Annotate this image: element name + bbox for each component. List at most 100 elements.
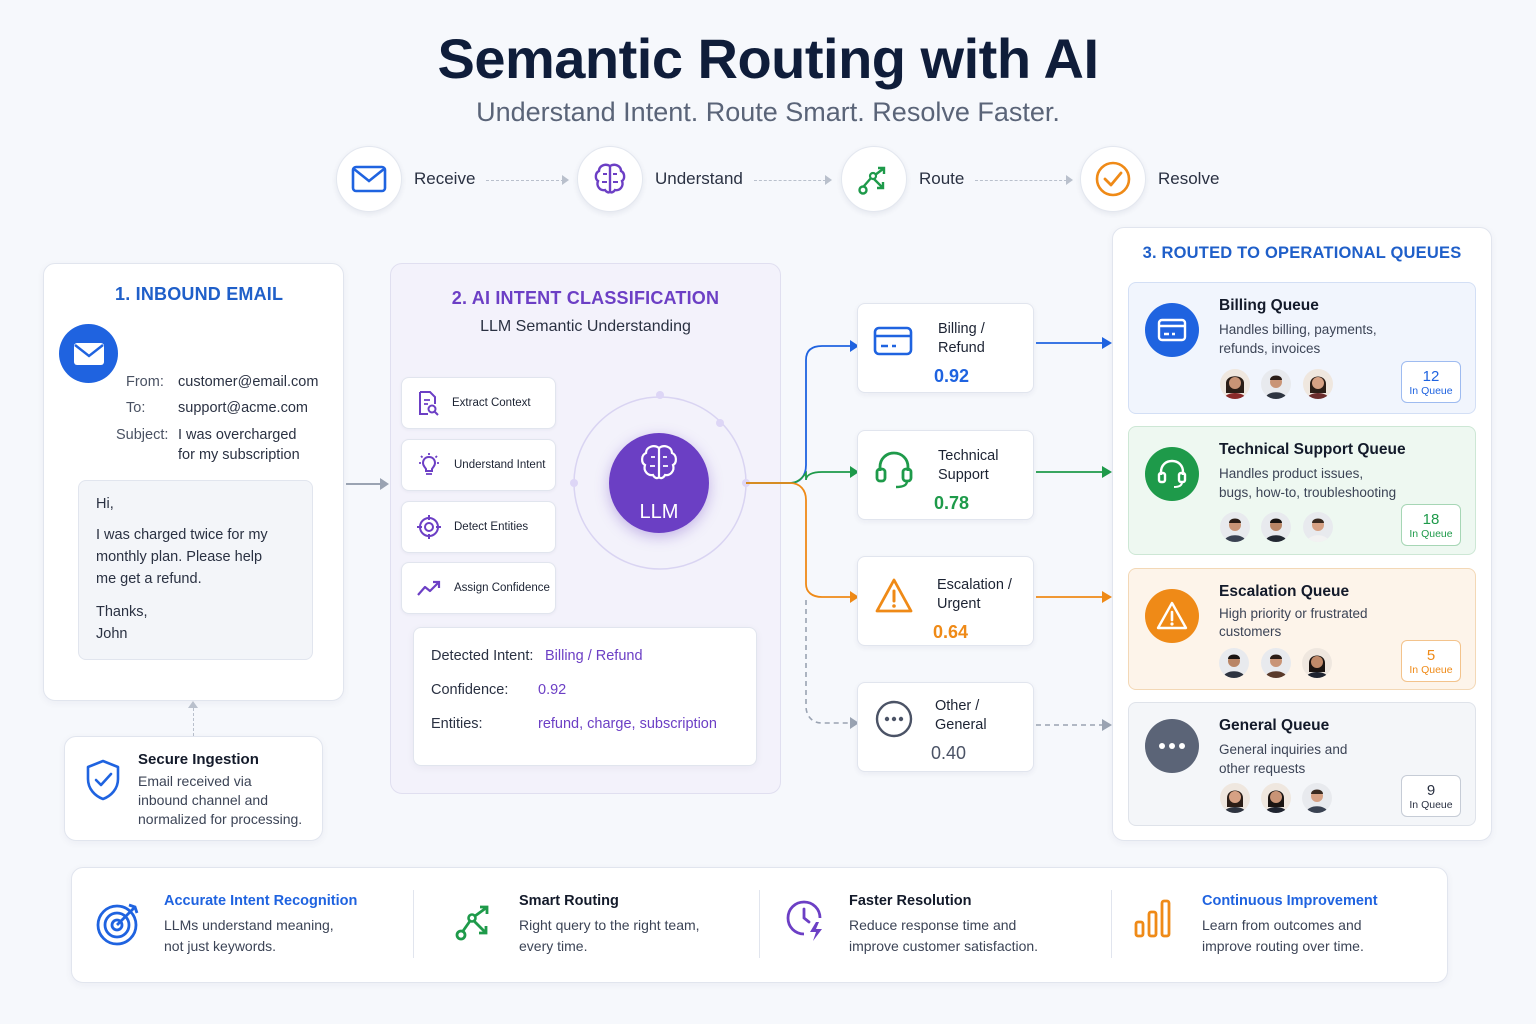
credit-card-icon xyxy=(1145,303,1199,357)
page-subtitle: Understand Intent. Route Smart. Resolve … xyxy=(476,97,1060,127)
task-label: Extract Context xyxy=(452,397,531,409)
queue-count: 12 xyxy=(1422,368,1440,385)
queue-count: 18 xyxy=(1422,511,1440,528)
subject-line-2: for my subscription xyxy=(178,447,300,463)
queue-count: 9 xyxy=(1426,782,1436,799)
route-icon xyxy=(452,900,496,949)
task-detect-entities: Detect Entities xyxy=(401,501,556,553)
feature-text: LLMs understand meaning, xyxy=(164,917,334,933)
queue-count-badge: 18 In Queue xyxy=(1401,504,1461,546)
headset-icon xyxy=(1145,447,1199,501)
from-label: From: xyxy=(126,374,164,390)
entities-value: refund, charge, subscription xyxy=(538,716,717,732)
warning-icon xyxy=(1145,589,1199,643)
queue-count-unit: In Queue xyxy=(1409,528,1453,540)
feature-text: improve routing over time. xyxy=(1202,938,1364,954)
feature-divider xyxy=(1111,890,1112,958)
brain-icon xyxy=(641,445,677,480)
document-search-icon xyxy=(419,391,439,416)
intent-label: Detected Intent: xyxy=(431,648,534,664)
queue-count-unit: In Queue xyxy=(1409,799,1453,811)
entities-label: Entities: xyxy=(431,716,483,732)
clock-bolt-icon xyxy=(784,898,830,949)
to-label: To: xyxy=(126,400,146,416)
queue-desc-line: Handles billing, payments, xyxy=(1219,322,1377,337)
envelope-icon xyxy=(73,342,104,365)
step-receive-label: Receive xyxy=(414,169,476,188)
step-resolve-circle xyxy=(1080,146,1146,212)
queue-count-badge: 12 In Queue xyxy=(1401,361,1461,403)
bar-chart-icon xyxy=(1133,898,1173,945)
route-label: Billing / xyxy=(938,321,985,337)
routing-lines xyxy=(746,337,1112,731)
agent-avatar xyxy=(1302,648,1332,678)
page-title: Semantic Routing with AI xyxy=(437,27,1099,90)
shield-check-icon xyxy=(84,758,122,807)
queue-desc: Handles product issues,bugs, how-to, tro… xyxy=(1219,464,1429,502)
credit-card-icon xyxy=(872,324,914,363)
route-label: Escalation / xyxy=(937,577,1012,593)
arrow-head xyxy=(1066,175,1073,185)
subject-line-1: I was overcharged xyxy=(178,427,297,443)
arrow-head xyxy=(562,175,569,185)
queue-desc-line: other requests xyxy=(1219,761,1306,776)
step-route-label: Route xyxy=(919,169,965,188)
queue-technical: Technical Support Queue Handles product … xyxy=(1128,426,1476,555)
route-label: Refund xyxy=(938,340,985,356)
route-score: 0.78 xyxy=(934,493,970,513)
email-body-line: I was charged twice for my xyxy=(96,527,268,543)
queue-desc: Handles billing, payments, refunds, invoi… xyxy=(1219,320,1429,358)
queue-count: 5 xyxy=(1426,647,1436,664)
queue-count-badge: 9 In Queue xyxy=(1401,775,1461,817)
step-connector xyxy=(754,180,826,181)
route-score: 0.92 xyxy=(934,366,970,386)
queue-desc-line: High priority or frustrated xyxy=(1219,606,1368,621)
feature-text: improve customer satisfaction. xyxy=(849,938,1039,954)
confidence-label: Confidence: xyxy=(431,682,509,698)
email-body-line: monthly plan. Please help xyxy=(96,549,263,565)
feature-text: Right query to the right team, xyxy=(519,917,700,933)
agent-avatar xyxy=(1220,512,1250,542)
queues-title: 3. ROUTED TO OPERATIONAL QUEUES xyxy=(1142,244,1462,262)
queue-desc-line: Handles product issues, xyxy=(1219,466,1364,481)
step-connector xyxy=(486,180,564,181)
queue-count-unit: In Queue xyxy=(1409,385,1453,397)
route-label: Other / xyxy=(935,698,980,714)
agent-avatar xyxy=(1261,783,1291,813)
ingestion-title: Secure Ingestion xyxy=(138,751,259,768)
secure-ingestion-card xyxy=(64,736,323,841)
lightbulb-icon xyxy=(419,453,439,475)
envelope-icon xyxy=(351,165,387,193)
agent-avatar xyxy=(1261,648,1291,678)
email-body-line: me get a refund. xyxy=(96,571,202,587)
queue-name: Technical Support Queue xyxy=(1219,441,1406,458)
agent-avatar xyxy=(1220,369,1250,399)
route-label: Technical xyxy=(938,448,999,464)
task-label: Detect Entities xyxy=(454,521,529,533)
route-label: Urgent xyxy=(937,596,981,612)
task-label: Assign Confidence xyxy=(454,582,550,594)
feature-text: not just keywords. xyxy=(164,938,277,954)
route-score: 0.64 xyxy=(933,622,969,642)
feature-text: Reduce response time and xyxy=(849,917,1017,933)
classification-title: 2. AI INTENT CLASSIFICATION xyxy=(451,288,720,308)
agent-avatar xyxy=(1302,783,1332,813)
ingestion-text: Email received via xyxy=(138,773,252,789)
task-extract-context: Extract Context xyxy=(401,377,556,429)
route-icon xyxy=(858,166,886,195)
intent-value: Billing / Refund xyxy=(545,648,643,664)
agent-avatar xyxy=(1303,512,1333,542)
route-card-general: Other / General 0.40 xyxy=(857,682,1034,772)
arrow-head xyxy=(188,701,198,708)
queue-count-badge: 5 In Queue xyxy=(1401,640,1461,682)
to-value: support@acme.com xyxy=(178,400,308,416)
route-score: 0.40 xyxy=(931,743,967,763)
agent-avatar xyxy=(1220,783,1250,813)
step-route-circle xyxy=(841,146,907,212)
queue-desc-line: refunds, invoices xyxy=(1219,341,1321,356)
route-label: General xyxy=(935,717,987,733)
step-receive-circle xyxy=(336,146,402,212)
